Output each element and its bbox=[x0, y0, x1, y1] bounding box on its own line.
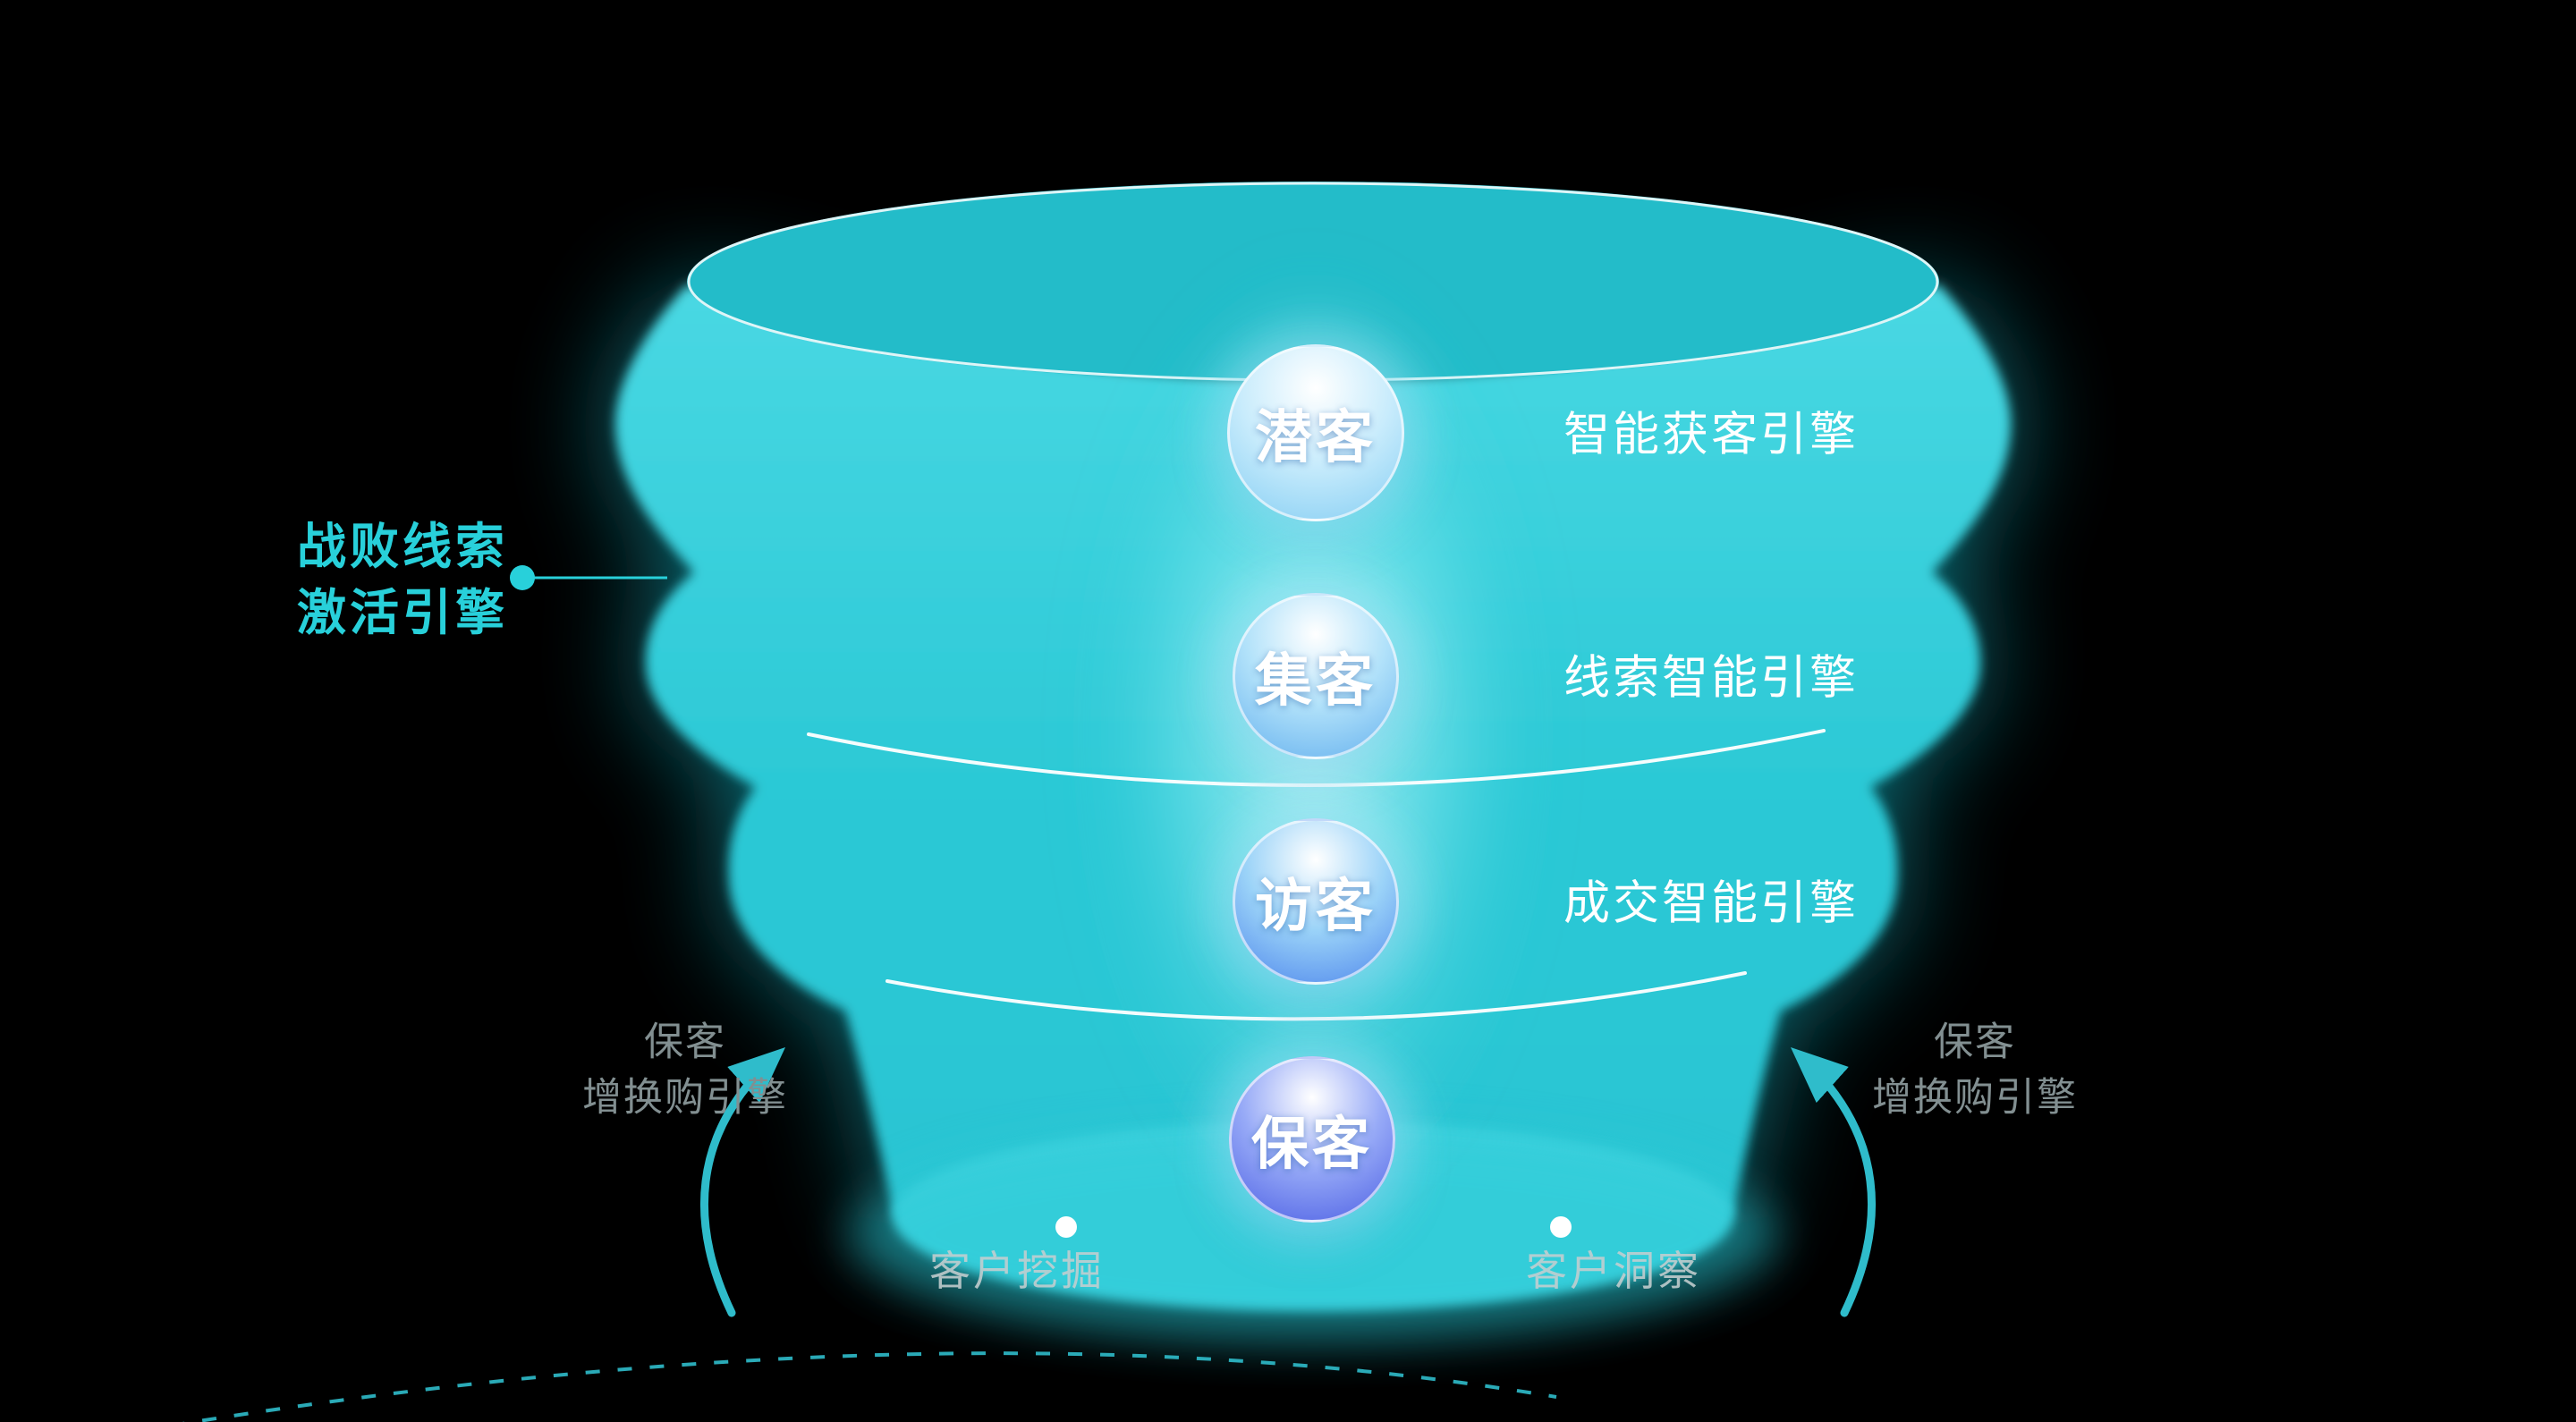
bottom-dot-left-icon bbox=[1055, 1216, 1077, 1238]
tier-divider-line-1 bbox=[807, 729, 1826, 787]
stage-badge-baoke: 保客 bbox=[1229, 1056, 1395, 1223]
engine-label-leads: 线索智能引擎 bbox=[1563, 651, 1860, 706]
funnel-base-glow bbox=[848, 1127, 1778, 1342]
lost-lead-callout-line1: 战败线索 bbox=[296, 517, 509, 575]
lost-lead-callout: 战败线索 激活引擎 bbox=[297, 513, 508, 647]
side-label-line1: 保客 bbox=[1934, 1019, 2016, 1065]
side-label-retention-right: 保客 增换购引擎 bbox=[1872, 1014, 2078, 1124]
bottom-label-insight: 客户洞察 bbox=[1526, 1247, 1701, 1295]
dashed-orbit-arc bbox=[182, 1351, 1557, 1422]
stage-badge-label: 保客 bbox=[1251, 1112, 1373, 1178]
stage-badge-fangke: 访客 bbox=[1233, 818, 1399, 985]
stage-badge-jike: 集客 bbox=[1233, 593, 1399, 759]
engine-label-deals: 成交智能引擎 bbox=[1563, 876, 1860, 931]
bottom-dot-right-icon bbox=[1550, 1216, 1572, 1238]
bottom-label-mining: 客户挖掘 bbox=[929, 1247, 1105, 1295]
stage-badge-label: 集客 bbox=[1255, 648, 1377, 715]
stage-badge-label: 访客 bbox=[1255, 874, 1377, 940]
side-label-line1: 保客 bbox=[644, 1019, 726, 1065]
stage-badge-label: 潜客 bbox=[1255, 405, 1377, 471]
side-label-line2: 增换购引擎 bbox=[1872, 1074, 2078, 1120]
up-arrow-left-icon bbox=[699, 1046, 786, 1317]
side-label-line2: 增换购引擎 bbox=[582, 1074, 788, 1120]
up-arrow-right-icon bbox=[1790, 1046, 1877, 1317]
stage-badge-qianke: 潜客 bbox=[1227, 344, 1404, 521]
side-label-retention-left: 保客 增换购引擎 bbox=[582, 1014, 788, 1124]
callout-connector bbox=[510, 565, 667, 590]
engine-label-acquisition: 智能获客引擎 bbox=[1563, 408, 1860, 462]
lost-lead-callout-line2: 激活引擎 bbox=[296, 584, 509, 641]
tier-divider-line-2 bbox=[886, 971, 1747, 1021]
